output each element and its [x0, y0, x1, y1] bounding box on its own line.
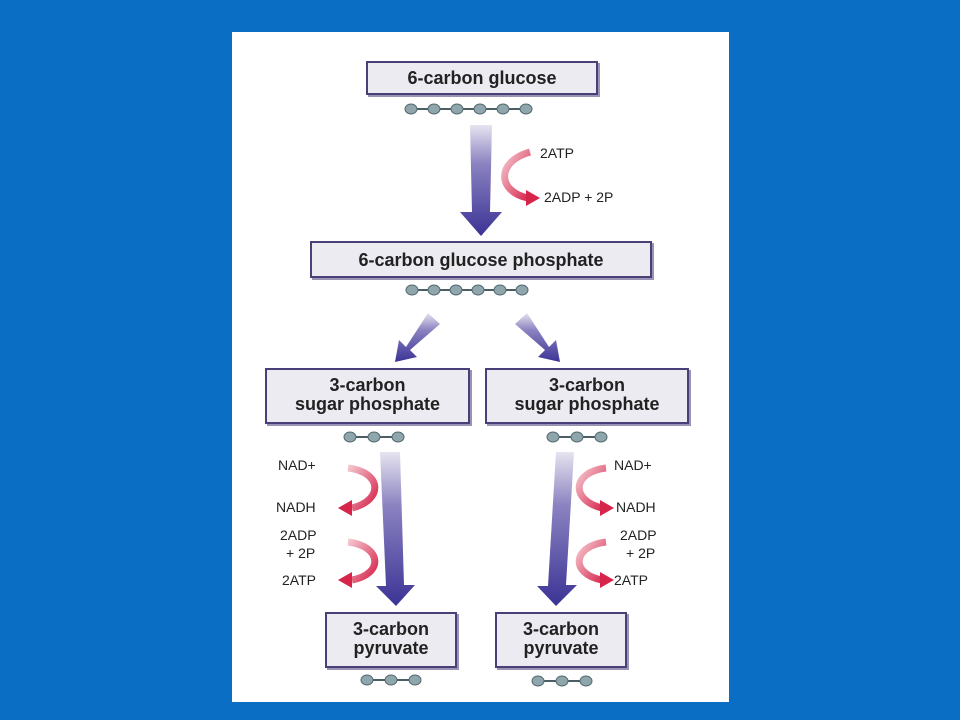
carbon-bead — [367, 431, 381, 443]
right-nad-plus-label: NAD+ — [614, 457, 652, 473]
sugar-phosphate-right-box: 3-carbon sugar phosphate — [485, 368, 689, 424]
pyruvate-left-box: 3-carbon pyruvate — [325, 612, 457, 668]
pyruvate-right-carbon-chain — [531, 675, 593, 687]
carbon-bead-chains — [343, 103, 608, 687]
pyruvate-left-line1: 3-carbon — [352, 619, 430, 639]
sugar-phosphate-left-box: 3-carbon sugar phosphate — [265, 368, 470, 424]
main-arrow-left — [376, 452, 415, 606]
red-arrow-right-atp — [575, 538, 614, 588]
main-arrow-right — [537, 452, 577, 606]
sugar-phosphate-right-carbon-chain — [546, 431, 608, 443]
sugar-phosphate-left-line1: 3-carbon — [329, 375, 406, 395]
split-arrow-left — [395, 313, 440, 362]
glucose-carbon-chain — [404, 103, 533, 115]
sugar-phosphate-left-line2: sugar phosphate — [294, 393, 441, 414]
carbon-bead — [408, 674, 422, 686]
red-arrow-left-nad — [338, 464, 379, 516]
carbon-bead — [519, 103, 533, 115]
carbon-bead — [427, 103, 441, 115]
atp-in-label: 2ATP — [540, 145, 574, 161]
main-arrow-1 — [460, 125, 502, 236]
split-arrow-right — [515, 313, 560, 362]
carbon-bead — [496, 103, 510, 115]
carbon-bead — [404, 103, 418, 115]
pyruvate-right-line2: pyruvate — [523, 637, 599, 658]
carbon-bead — [471, 284, 485, 296]
carbon-bead — [594, 431, 608, 443]
left-nadh-label: NADH — [276, 499, 316, 515]
carbon-bead — [473, 103, 487, 115]
carbon-bead — [515, 284, 529, 296]
sugar-phosphate-right-line2: sugar phosphate — [514, 393, 660, 414]
carbon-bead — [579, 675, 593, 687]
carbon-bead — [391, 431, 405, 443]
red-arrow-right-nad — [575, 464, 614, 516]
pyruvate-left-line2: pyruvate — [353, 637, 429, 658]
red-arrow-atp — [501, 148, 540, 206]
carbon-bead — [555, 675, 569, 687]
glucose-phosphate-box: 6-carbon glucose phosphate — [310, 241, 652, 278]
carbon-bead — [405, 284, 419, 296]
carbon-bead — [427, 284, 441, 296]
glucose-box: 6-carbon glucose — [366, 61, 598, 95]
pyruvate-left-carbon-chain — [360, 674, 422, 686]
adp-out-label: 2ADP + 2P — [544, 189, 614, 205]
carbon-bead — [531, 675, 545, 687]
carbon-bead — [493, 284, 507, 296]
left-nad-plus-label: NAD+ — [278, 457, 316, 473]
right-nadh-label: NADH — [616, 499, 656, 515]
carbon-bead — [360, 674, 374, 686]
carbon-bead — [450, 103, 464, 115]
carbon-bead — [343, 431, 357, 443]
sugar-phosphate-left-carbon-chain — [343, 431, 405, 443]
left-atp-label: 2ATP — [282, 572, 316, 588]
pyruvate-right-line1: 3-carbon — [522, 619, 600, 639]
left-adp-line2-label: + 2P — [286, 545, 316, 561]
glucose-label: 6-carbon glucose — [407, 68, 557, 88]
right-atp-label: 2ATP — [614, 572, 648, 588]
left-adp-line1-label: 2ADP — [280, 527, 317, 543]
glucose-phosphate-label: 6-carbon glucose phosphate — [358, 250, 604, 270]
carbon-bead — [384, 674, 398, 686]
carbon-bead — [546, 431, 560, 443]
carbon-bead — [570, 431, 584, 443]
red-arrow-left-atp — [338, 538, 379, 588]
sugar-phosphate-right-line1: 3-carbon — [548, 375, 626, 395]
right-adp-line2-label: + 2P — [626, 545, 656, 561]
right-adp-line1-label: 2ADP — [620, 527, 657, 543]
pyruvate-right-box: 3-carbon pyruvate — [495, 612, 627, 668]
glucose-phosphate-carbon-chain — [405, 284, 529, 296]
carbon-bead — [449, 284, 463, 296]
